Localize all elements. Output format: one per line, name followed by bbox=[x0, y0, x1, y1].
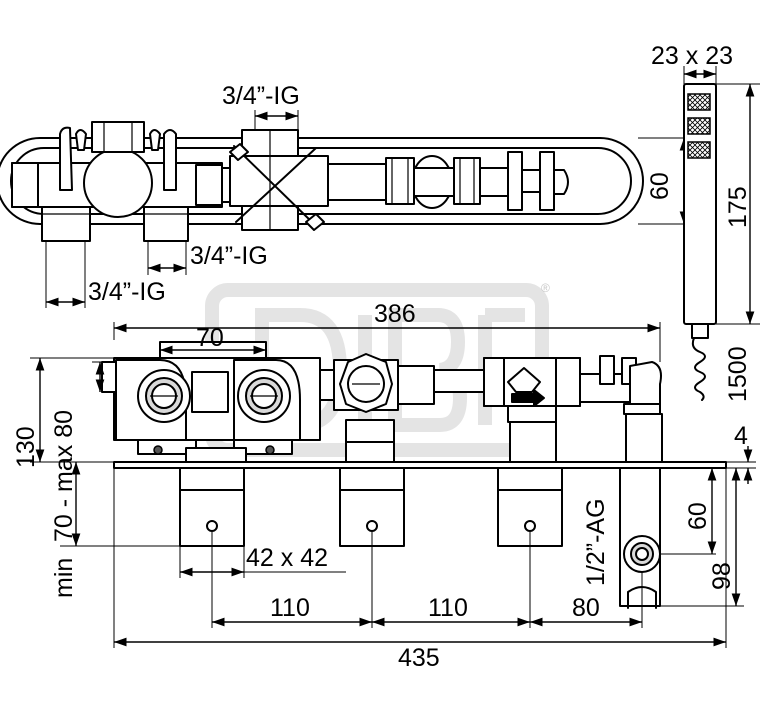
label-dim-80: 80 bbox=[572, 594, 600, 622]
label-dim-60-top: 60 bbox=[646, 172, 674, 200]
label-dim-98: 98 bbox=[708, 562, 736, 590]
label-dim-60-side: 60 bbox=[684, 502, 712, 530]
hand-shower: 23 x 23 175 1500 bbox=[651, 42, 760, 402]
label-dim-4: 4 bbox=[734, 422, 748, 450]
label-dim-70: 70 bbox=[196, 324, 224, 352]
front-view-dimensions: 386 70 130 70 - max 80 min 4 42 x 42 1/2… bbox=[12, 300, 756, 672]
label-dim-110-b: 110 bbox=[428, 594, 468, 622]
label-dim-110-a: 110 bbox=[270, 594, 310, 622]
registered-mark: ® bbox=[541, 281, 550, 295]
top-view-dimensions: 3/4”-IG 3/4”-IG 3/4”-IG 60 bbox=[45, 82, 690, 308]
label-dim-70-max80: 70 - max 80 bbox=[50, 410, 78, 542]
front-view bbox=[101, 341, 727, 609]
label-handle-section: 23 x 23 bbox=[651, 42, 733, 70]
label-dim-435: 435 bbox=[398, 644, 440, 672]
label-dim-386: 386 bbox=[374, 300, 416, 328]
label-ig-top: 3/4”-IG bbox=[222, 82, 300, 110]
top-view bbox=[0, 121, 644, 242]
label-dim-half-ag: 1/2”-AG bbox=[582, 498, 610, 586]
label-dim-1500: 1500 bbox=[724, 346, 752, 402]
label-dim-min: min bbox=[50, 558, 78, 598]
label-ig-bottom: 3/4”-IG bbox=[88, 278, 166, 306]
label-dim-130: 130 bbox=[12, 426, 40, 468]
label-ig-mid: 3/4”-IG bbox=[190, 242, 268, 270]
label-dim-175: 175 bbox=[724, 186, 752, 228]
label-dim-42x42: 42 x 42 bbox=[246, 544, 328, 572]
